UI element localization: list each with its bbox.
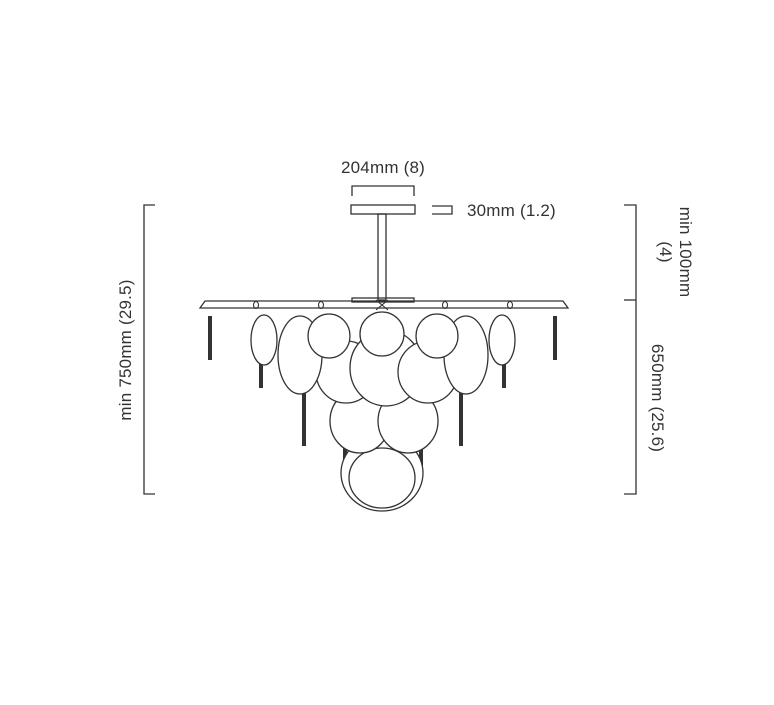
disc <box>415 313 459 359</box>
total-height-bracket <box>143 204 155 495</box>
rod <box>502 360 506 388</box>
rod <box>208 316 212 360</box>
canopy-width-dimension: 204mm (8) <box>341 158 425 196</box>
disc <box>250 314 278 366</box>
rod <box>459 390 463 446</box>
disc-inner <box>348 447 416 509</box>
stem-min-inch-label: (4) <box>656 241 675 262</box>
total-height-dimension: min 750mm (29.5) <box>116 204 155 495</box>
stem-min-label: min 100mm <box>676 207 695 298</box>
canopy <box>350 204 416 301</box>
frame-clip <box>252 300 260 310</box>
rod <box>302 390 306 446</box>
canopy-plate <box>350 204 416 215</box>
right-height-bracket <box>624 204 637 495</box>
frame-clip <box>317 300 325 310</box>
canopy-height-label: 30mm (1.2) <box>467 201 556 220</box>
right-height-dimension: min 100mm (4) 650mm (25.6) <box>624 204 695 495</box>
frame-clip <box>441 300 449 310</box>
disc <box>488 314 516 366</box>
disc <box>359 311 405 357</box>
canopy-width-bracket <box>351 185 415 196</box>
canopy-height-bracket <box>432 205 453 215</box>
frame-hub <box>351 297 415 303</box>
frame-ring <box>198 297 570 311</box>
frame-clip <box>506 300 514 310</box>
rod <box>259 360 263 388</box>
canopy-width-label: 204mm (8) <box>341 158 425 177</box>
body-height-label: 650mm (25.6) <box>648 344 667 452</box>
stem-rod <box>377 213 387 301</box>
total-height-label: min 750mm (29.5) <box>116 279 135 420</box>
glass-discs <box>250 311 516 512</box>
canopy-height-dimension: 30mm (1.2) <box>432 201 556 220</box>
rod <box>419 446 423 472</box>
disc <box>307 313 351 359</box>
frame-hub-cross <box>375 299 389 311</box>
rod <box>553 316 557 360</box>
